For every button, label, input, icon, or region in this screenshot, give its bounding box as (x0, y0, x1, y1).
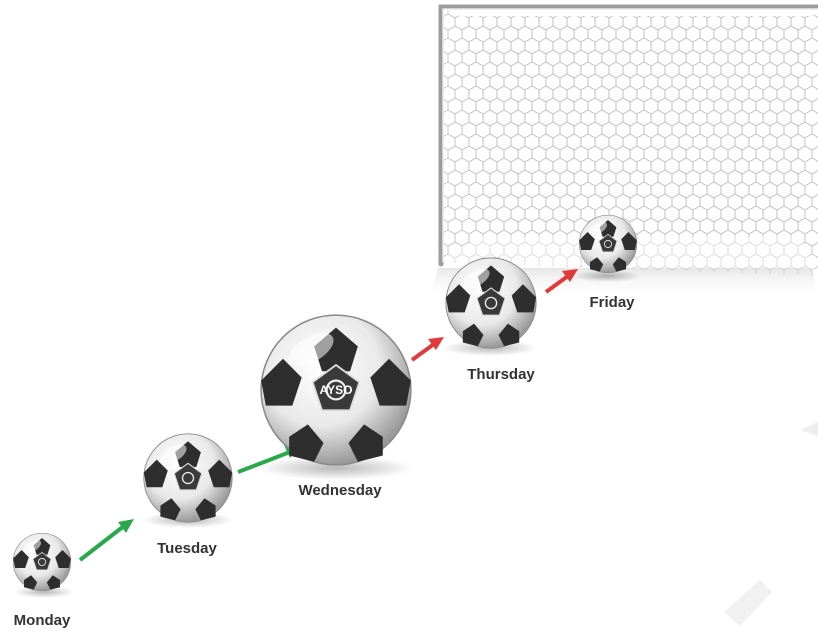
watermark-stroke (724, 580, 772, 626)
arrow-line (412, 344, 434, 360)
ball-friday (579, 215, 637, 273)
label-friday: Friday (589, 294, 634, 311)
ball-monday (13, 533, 71, 591)
label-wednesday: Wednesday (298, 482, 381, 499)
arrow-monday-tuesday (80, 519, 134, 560)
ball-emblem-text: AYSO (320, 383, 353, 397)
label-monday: Monday (14, 612, 71, 629)
ball-tuesday (144, 434, 232, 522)
watermark (724, 422, 818, 626)
arrow-line (80, 526, 124, 560)
label-tuesday: Tuesday (157, 540, 217, 557)
goal-net-back (460, 16, 812, 236)
watermark-stroke (800, 422, 818, 436)
ball-thursday (446, 258, 536, 348)
arrow-wednesday-thursday (412, 337, 444, 360)
label-thursday: Thursday (467, 366, 535, 383)
